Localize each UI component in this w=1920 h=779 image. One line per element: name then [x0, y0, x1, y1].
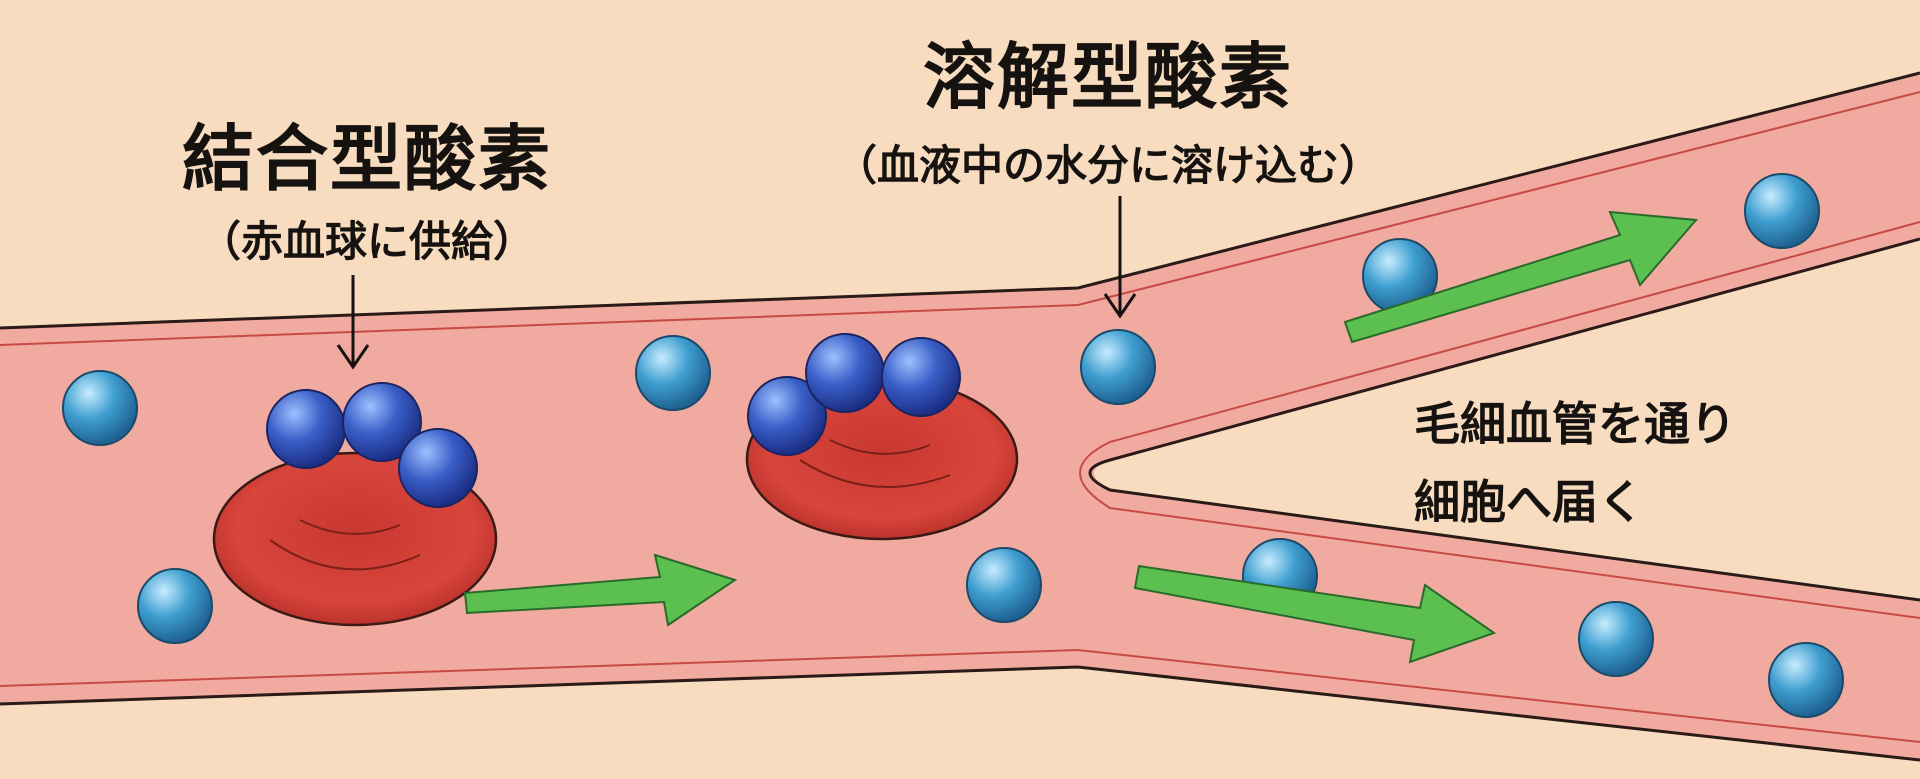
pointer-arrow — [336, 275, 370, 370]
flow-arrow — [1133, 564, 1497, 664]
vessel-wall-fork — [1088, 237, 1920, 602]
bound-oxygen-molecule — [266, 389, 346, 469]
dissolved-oxygen-title: 溶解型酸素 — [922, 35, 1294, 119]
dissolved-oxygen-molecule — [635, 335, 711, 411]
dissolved-oxygen-molecule — [1578, 601, 1654, 677]
flow-arrow — [1343, 210, 1699, 344]
capillary-note-line2: 細胞へ届く — [1414, 475, 1644, 529]
bound-oxygen-subtitle: （赤血球に供給） — [198, 217, 536, 266]
dissolved-oxygen-molecule — [62, 370, 138, 446]
dissolved-oxygen-molecule — [1768, 642, 1844, 718]
vessel-wall-top — [0, 71, 1920, 330]
bound-oxygen-molecule — [747, 376, 827, 456]
bound-oxygen-molecule — [805, 333, 885, 413]
vessel-wall-bottom — [0, 665, 1920, 762]
dissolved-oxygen-molecule — [966, 547, 1042, 623]
flow-arrow — [463, 553, 738, 627]
capillary-note-line1: 毛細血管を通り — [1414, 397, 1736, 451]
dissolved-oxygen-molecule — [1080, 329, 1156, 405]
bound-oxygen-molecule — [398, 428, 478, 508]
bound-oxygen-molecule — [881, 337, 961, 417]
pointer-arrow — [1103, 196, 1137, 319]
dissolved-oxygen-molecule — [1744, 173, 1820, 249]
dissolved-oxygen-subtitle: （血液中の水分に溶け込む） — [834, 141, 1382, 190]
bound-oxygen-molecule — [342, 382, 422, 462]
bound-oxygen-title: 結合型酸素 — [181, 117, 553, 201]
dissolved-oxygen-molecule — [137, 568, 213, 644]
